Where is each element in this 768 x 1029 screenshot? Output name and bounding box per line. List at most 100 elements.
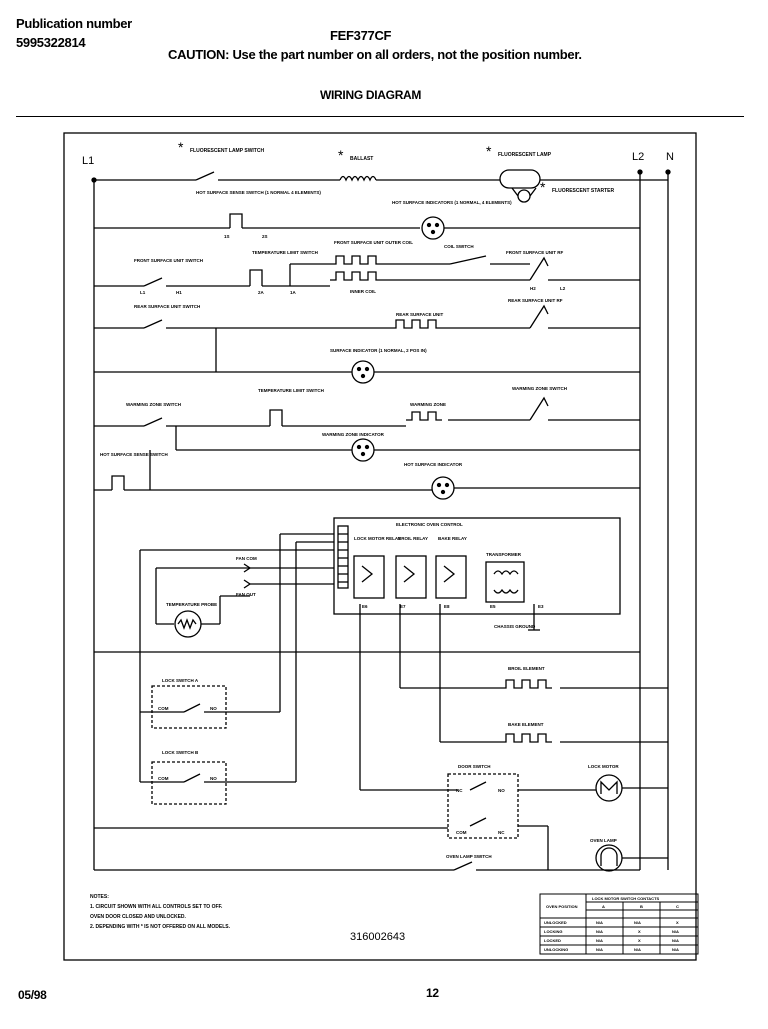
label-door-no: NO xyxy=(498,788,505,793)
label-surface-indicator: SURFACE INDICATOR (1 NORMAL, 2 POS IN) xyxy=(330,348,427,353)
asterisk-icon: * xyxy=(540,179,546,195)
footer-page-number: 12 xyxy=(426,986,439,1000)
rail-n-label: N xyxy=(666,151,674,163)
part-code: 316002643 xyxy=(350,931,405,943)
label-fluorescent-lamp-switch: FLUORESCENT LAMP SWITCH xyxy=(190,148,264,154)
label-hot-surface-sense-switch-2: HOT SURFACE SENSE SWITCH xyxy=(100,452,168,457)
terminal-h2: H2 xyxy=(530,286,536,291)
label-transformer: TRANSFORMER xyxy=(486,552,522,557)
terminal-l1: L1 xyxy=(140,290,146,295)
label-broil-element: BROIL ELEMENT xyxy=(508,666,545,671)
diagram-frame xyxy=(63,132,697,961)
note-line: 2. DEPENDING WITH * IS NOT OFFERED ON AL… xyxy=(90,924,231,930)
label-lock-switch-a: LOCK SWITCH A xyxy=(162,678,199,683)
footer-date: 05/98 xyxy=(18,988,47,1002)
hot-surface-top-circuit: HOT SURFACE SENSE SWITCH (1 NORMAL 4 ELE… xyxy=(94,190,640,240)
label-com-b: COM xyxy=(158,776,169,781)
rail-l1-label: L1 xyxy=(82,155,94,167)
label-lock-motor-relay: LOCK MOTOR RELAY xyxy=(354,536,401,541)
warming-zone-circuit: WARMING ZONE SWITCH TEMPERATURE LIMIT SW… xyxy=(94,386,640,462)
table-cell: N/A xyxy=(634,920,641,925)
table-col-c: C xyxy=(676,904,679,909)
fluorescent-circuit: * FLUORESCENT LAMP SWITCH * BALLAST * FL… xyxy=(94,139,668,203)
table-cell: N/A xyxy=(672,947,679,952)
label-temperature-limit-switch-2: TEMPERATURE LIMIT SWITCH xyxy=(258,388,324,393)
table-cell: N/A xyxy=(596,929,603,934)
door-lamp-circuit: DOOR SWITCH NC NO COM NC LOCK MOTOR OVEN… xyxy=(94,764,668,872)
label-chassis-ground: CHASSIS GROUND xyxy=(494,624,536,629)
electronic-oven-control: ELECTRONIC OVEN CONTROL LOCK MOTOR RELAY… xyxy=(333,517,621,631)
table-cell: N/A xyxy=(596,938,603,943)
label-electronic-oven-control: ELECTRONIC OVEN CONTROL xyxy=(396,522,463,527)
label-no-a: NO xyxy=(210,706,217,711)
label-fluorescent-starter: FLUORESCENT STARTER xyxy=(552,188,615,194)
label-bake-element: BAKE ELEMENT xyxy=(508,722,544,727)
label-front-surface-unit-switch: FRONT SURFACE UNIT SWITCH xyxy=(134,258,203,263)
diagram-title: WIRING DIAGRAM xyxy=(320,88,422,102)
element-circuit: BROIL ELEMENT BAKE ELEMENT xyxy=(94,604,668,791)
label-hot-surface-indicator: HOT SURFACE INDICATOR xyxy=(404,462,463,467)
label-warming-zone-switch-right: WARMING ZONE SWITCH xyxy=(512,386,567,391)
label-inner-coil: INNER COIL xyxy=(350,289,376,294)
terminal-e3: E3 xyxy=(538,604,544,609)
label-front-outer-coil: FRONT SURFACE UNIT OUTER COIL xyxy=(334,240,413,245)
label-no-b: NO xyxy=(210,776,217,781)
label-fluorescent-lamp: FLUORESCENT LAMP xyxy=(498,152,552,158)
label-broil-relay: BROIL RELAY xyxy=(398,536,428,541)
rail-l2-node xyxy=(637,169,643,175)
terminal-1a: 1A xyxy=(290,290,297,295)
publication-number: 5995322814 xyxy=(16,35,86,50)
caution-text: CAUTION: Use the part number on all orde… xyxy=(168,47,582,62)
publication-label: Publication number xyxy=(16,16,132,31)
model-number: FEF377CF xyxy=(330,28,392,43)
header-rule xyxy=(16,116,744,117)
label-warming-zone-indicator: WARMING ZONE INDICATOR xyxy=(322,432,385,437)
table-cell: UNLOCKED xyxy=(544,920,567,925)
terminal-2s: 2S xyxy=(262,234,268,239)
label-rear-surface-unit-rf: REAR SURFACE UNIT RF xyxy=(508,298,563,303)
terminal-e5: E5 xyxy=(490,604,496,609)
label-rear-surface-unit-switch: REAR SURFACE UNIT SWITCH xyxy=(134,304,200,309)
table-cell: N/A xyxy=(672,938,679,943)
label-temperature-probe: TEMPERATURE PROBE xyxy=(166,602,217,607)
label-hot-surface-sense-switch: HOT SURFACE SENSE SWITCH (1 NORMAL 4 ELE… xyxy=(196,190,321,195)
probe-fan-circuit: FAN COM FAN OUT TEMPERATURE PROBE xyxy=(139,549,334,650)
asterisk-icon: * xyxy=(486,143,492,159)
table-cell: UNLOCKING xyxy=(544,947,568,952)
lock-contact-table: LOCK MOTOR SWITCH CONTACTS OVEN POSITION… xyxy=(539,893,699,955)
label-lock-motor: LOCK MOTOR xyxy=(588,764,619,769)
terminal-h1: H1 xyxy=(176,290,182,295)
asterisk-icon: * xyxy=(178,139,184,155)
front-surface-unit-circuit: FRONT SURFACE UNIT SWITCH TEMPERATURE LI… xyxy=(94,240,640,295)
label-temperature-limit-switch: TEMPERATURE LIMIT SWITCH xyxy=(252,250,318,255)
label-door-nc-2: NC xyxy=(498,830,505,835)
asterisk-icon: * xyxy=(338,147,344,163)
lock-switches: LOCK SWITCH A COM NO LOCK SWITCH B COM N… xyxy=(139,533,334,805)
table-title: LOCK MOTOR SWITCH CONTACTS xyxy=(592,896,660,901)
label-rear-surface-unit: REAR SURFACE UNIT xyxy=(396,312,444,317)
label-lock-switch-b: LOCK SWITCH B xyxy=(162,750,199,755)
label-fan-out: FAN OUT xyxy=(236,592,256,597)
label-com-a: COM xyxy=(158,706,169,711)
label-door-nc: NC xyxy=(456,788,463,793)
table-col-b: B xyxy=(640,904,643,909)
label-fan-com: FAN COM xyxy=(236,556,257,561)
note-line: 1. CIRCUIT SHOWN WITH ALL CONTROLS SET T… xyxy=(90,904,223,910)
label-warming-zone: WARMING ZONE xyxy=(410,402,446,407)
table-col-a: A xyxy=(602,904,605,909)
terminal-e8: E8 xyxy=(444,604,450,609)
rail-l2-label: L2 xyxy=(632,151,644,163)
hot-surface-indicator-circuit: HOT SURFACE SENSE SWITCH HOT SURFACE IND… xyxy=(94,450,640,500)
terminal-2a: 2A xyxy=(258,290,265,295)
label-hot-surface-indicators: HOT SURFACE INDICATORS (1 NORMAL, 4 ELEM… xyxy=(392,200,512,205)
label-door-com: COM xyxy=(456,830,467,835)
terminal-e6: E6 xyxy=(362,604,368,609)
table-cell: LOCKED xyxy=(544,938,561,943)
table-cell: LOCKING xyxy=(544,929,562,934)
label-ballast: BALLAST xyxy=(350,156,373,162)
terminal-e7: E7 xyxy=(400,604,406,609)
label-door-switch: DOOR SWITCH xyxy=(458,764,491,769)
table-cell: X xyxy=(638,929,641,934)
table-col-header: OVEN POSITION xyxy=(546,904,578,909)
